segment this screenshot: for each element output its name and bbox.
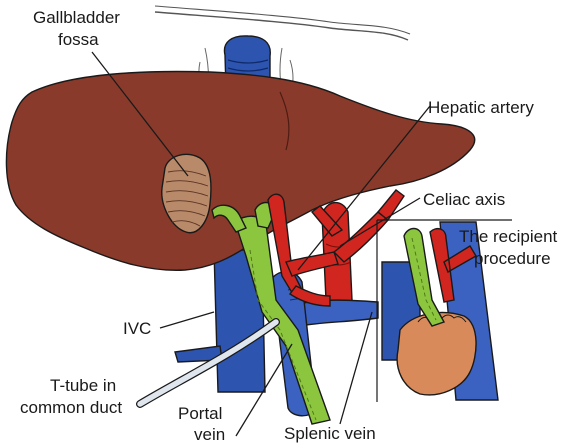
diaphragm-line-2 [155, 6, 410, 34]
label-ivc: IVC [123, 319, 151, 338]
label-t-tube-1: T-tube in [50, 376, 116, 395]
label-t-tube-2: common duct [20, 398, 122, 417]
leader-ivc [160, 312, 214, 328]
splenic-vein [295, 300, 378, 326]
label-gallbladder-fossa-1: Gallbladder [33, 8, 120, 27]
label-recipient-2: procedure [474, 249, 551, 268]
label-gallbladder-fossa-2: fossa [58, 30, 99, 49]
label-portal-vein-1: Portal [178, 404, 222, 423]
label-celiac-axis: Celiac axis [423, 190, 505, 209]
label-hepatic-artery: Hepatic artery [428, 98, 534, 117]
label-recipient-1: The recipient [459, 227, 558, 246]
leader-splenic-vein [340, 312, 372, 424]
label-splenic-vein: Splenic vein [284, 424, 376, 443]
recipient-inset [377, 220, 512, 402]
label-portal-vein-2: vein [194, 425, 225, 444]
